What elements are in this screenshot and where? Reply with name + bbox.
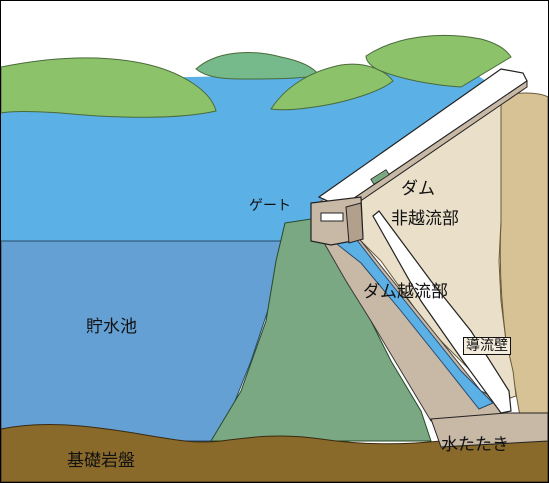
crest-marker bbox=[370, 169, 390, 185]
reservoir-label: 貯水池 bbox=[86, 317, 137, 337]
dam-non-overflow-label-line2: 非越流部 bbox=[391, 209, 459, 229]
dam-overflow-label: ダム越流部 bbox=[363, 282, 448, 302]
hill-left bbox=[1, 57, 217, 118]
water-cushion-slab bbox=[430, 412, 548, 448]
bedrock-label: 基礎岩盤 bbox=[67, 451, 135, 471]
hill-far-center bbox=[195, 52, 320, 80]
water-cushion-label: 水たたき bbox=[441, 435, 509, 455]
gate-label: ゲート bbox=[249, 198, 291, 214]
hill-right bbox=[365, 34, 512, 88]
gate-pier bbox=[345, 202, 364, 244]
gate-slot bbox=[320, 212, 344, 222]
hill-center-right bbox=[270, 63, 394, 111]
guide-wall-label: 導流壁 bbox=[463, 337, 511, 355]
dam-non-overflow-label-line1: ダム bbox=[401, 179, 435, 199]
guide-wall bbox=[372, 210, 512, 414]
